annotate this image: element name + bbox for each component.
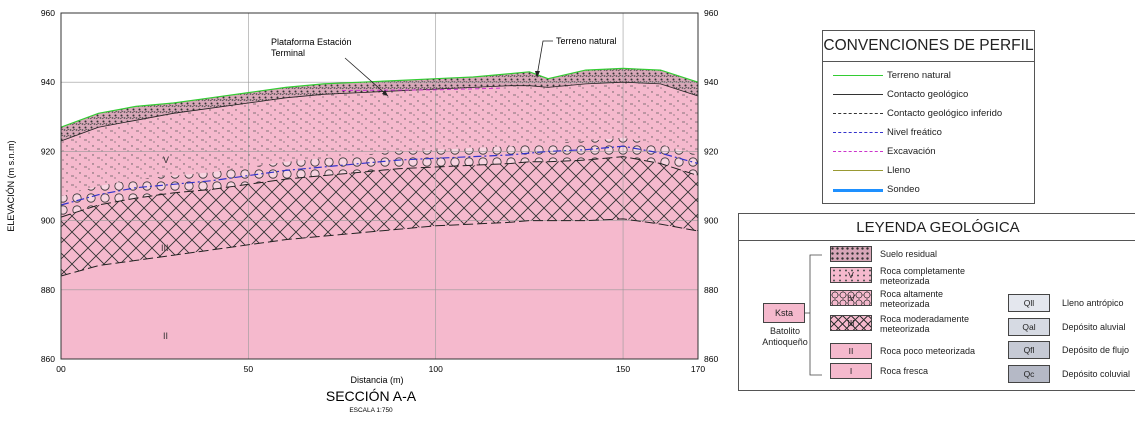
quaternary-label: Depósito coluvial	[1062, 369, 1131, 379]
annotation-platform-line2: Terminal	[271, 48, 305, 58]
convention-line-sample	[833, 151, 883, 152]
quaternary-code-box: Qfl	[1008, 341, 1050, 359]
ksta-box: Ksta	[763, 303, 805, 323]
legend-bracket	[805, 254, 822, 376]
x-tick-label: 50	[244, 364, 254, 374]
y-tick-label-left: 920	[41, 146, 55, 156]
legend-unit-label: Roca moderadamente	[880, 314, 970, 324]
batolito-line1: Batolito	[769, 326, 801, 336]
quaternary-code-box: Qc	[1008, 365, 1050, 383]
convention-line-sample	[833, 132, 883, 133]
legend-box	[738, 241, 1135, 391]
convention-label: Lleno	[887, 165, 911, 176]
legend-unit-swatch: III	[830, 315, 872, 331]
unit-label-V: V	[163, 155, 169, 165]
natural-terrain-line	[60, 67, 699, 128]
x-tick-label: 150	[616, 364, 630, 374]
annotation-platform-line1: Plataforma Estación	[271, 37, 352, 47]
legend-unit-label: Roca fresca	[880, 366, 929, 376]
legend-unit-label-line2: meteorizada	[880, 276, 930, 286]
annotation-platform-leader	[344, 57, 389, 97]
convention-line-sample	[833, 113, 883, 114]
y-tick-label-right: 880	[704, 285, 718, 295]
y-tick-label-left: 860	[41, 354, 55, 364]
annotation-terrain-leader	[536, 40, 553, 77]
convention-label: Sondeo	[887, 184, 920, 195]
quaternary-code-box: Qal	[1008, 318, 1050, 336]
batolito-line2: Antioqueño	[762, 337, 808, 347]
batolito-label: Batolito Antioqueño	[750, 326, 820, 348]
unit-label-III: III	[161, 243, 169, 253]
layer-roca-completamente-meteorizada	[61, 82, 698, 197]
convention-label: Excavación	[887, 146, 936, 157]
x-tick-label: 100	[429, 364, 443, 374]
convention-label: Terreno natural	[887, 70, 951, 81]
layer-roca-altamente-meteorizada	[61, 137, 698, 218]
y-tick-label-right: 900	[704, 216, 718, 226]
legend-unit-swatch: I	[830, 363, 872, 379]
convention-label: Contacto geológico inferido	[887, 108, 1003, 119]
y-axis-label: ELEVACIÓN (m s.n.m)	[6, 140, 16, 231]
convention-line-sample	[833, 75, 883, 76]
quaternary-label: Depósito aluvial	[1062, 322, 1126, 332]
legend-unit-label-line2: meteorizada	[880, 299, 930, 309]
quaternary-code-box: Qll	[1008, 294, 1050, 312]
legend-unit-label: Roca completamente	[880, 266, 966, 276]
convention-line-sample	[833, 170, 883, 171]
scale-label: ESCALA 1:750	[349, 407, 393, 414]
geological-profile-section: 960 960 940 940 920 920 900 900 880 880 860 860 00 5…	[6, 8, 718, 414]
legend-unit-label: Roca poco meteorizada	[880, 346, 976, 356]
x-tick-label: 00	[56, 364, 66, 374]
legend-unit-swatch	[830, 246, 872, 262]
annotation-platform-arrowhead	[382, 90, 388, 96]
layer-suelo-residual	[61, 68, 698, 141]
legend-unit-swatch: IV	[830, 290, 872, 306]
legend-unit-swatch: V	[830, 267, 872, 283]
x-tick-label: 170	[691, 364, 705, 374]
y-tick-label-left: 940	[41, 77, 55, 87]
y-tick-label-left: 900	[41, 216, 55, 226]
convention-line-sample	[833, 94, 883, 95]
legend-title: LEYENDA GEOLÓGICA	[738, 213, 1135, 241]
legend-unit-label: Roca altamente	[880, 289, 944, 299]
layer-roca-moderadamente-meteorizada	[61, 156, 698, 276]
y-tick-label-right: 920	[704, 146, 718, 156]
inferred-contact-iii-ii	[60, 218, 699, 277]
x-axis-label: Distancia (m)	[350, 375, 403, 385]
section-title: SECCIÓN A-A	[326, 388, 417, 404]
water-table-line	[60, 145, 699, 206]
y-tick-label-right: 860	[704, 354, 718, 364]
legend-unit-label-line2: meteorizada	[880, 324, 930, 334]
plot-frame	[60, 12, 699, 360]
legend-unit-swatch: II	[830, 343, 872, 359]
convention-label: Nivel freático	[887, 127, 942, 138]
annotation-terrain: Terreno natural	[556, 36, 617, 46]
convention-label: Contacto geológico	[887, 89, 969, 100]
y-tick-label-right: 960	[704, 8, 718, 18]
quaternary-label: Lleno antrópico	[1062, 298, 1124, 308]
annotation-terrain-arrowhead	[535, 71, 540, 78]
legend-unit-label: Suelo residual	[880, 249, 938, 259]
conventions-title: CONVENCIONES DE PERFIL	[822, 30, 1035, 62]
quaternary-label: Depósito de flujo	[1062, 345, 1130, 355]
y-tick-label-left: 880	[41, 285, 55, 295]
convention-line-sample	[833, 189, 883, 192]
inferred-contact-iv-iii	[60, 156, 699, 218]
excavation-line	[341, 87, 504, 91]
geological-contact-soil	[60, 81, 699, 142]
unit-label-II: II	[163, 331, 168, 341]
y-tick-label-right: 940	[704, 77, 718, 87]
y-tick-label-left: 960	[41, 8, 55, 18]
